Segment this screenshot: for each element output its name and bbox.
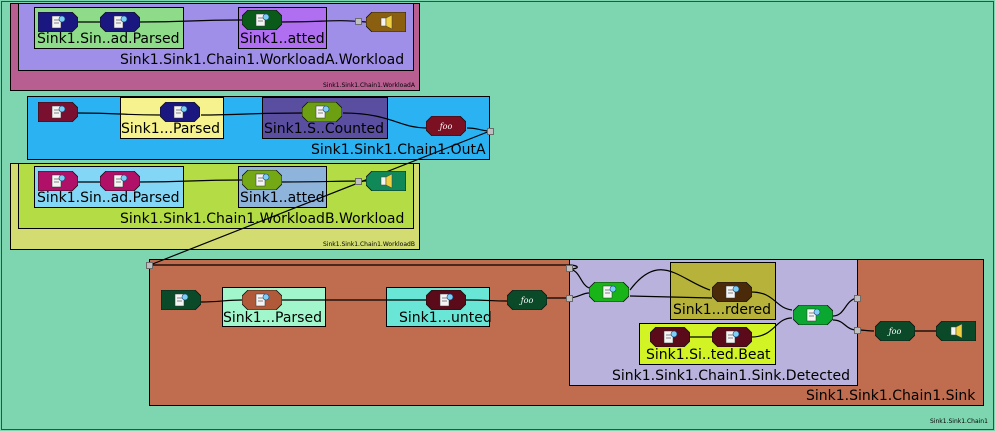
workloadB-parsed-label: Sink1.Sin..ad.Parsed <box>37 190 180 206</box>
svg-text:ƒoo: ƒoo <box>438 122 453 131</box>
sink-parse-node[interactable] <box>242 290 282 310</box>
workloadB-title: Sink1.Sink1.Chain1.WorkloadB.Workload <box>120 211 405 227</box>
ordered-label: Sink1...rdered <box>673 302 771 318</box>
sink-count-node[interactable] <box>426 290 466 310</box>
detected-entry-node[interactable] <box>589 282 629 302</box>
svg-text:ƒoo: ƒoo <box>887 327 902 336</box>
sink-parsed-label: Sink1...Parsed <box>223 310 322 326</box>
workloadA-tiny-label: Sink1.Sink1.Chain1.WorkloadA <box>323 82 415 89</box>
detected-merge-node[interactable] <box>793 305 833 325</box>
workloadA-sink-node[interactable] <box>366 12 406 32</box>
outA-parsed-label: Sink1...Parsed <box>121 121 220 137</box>
root-tiny-label: Sink1.Sink1.Chain1 <box>930 418 988 425</box>
detected-title: Sink1.Sink1.Chain1.Sink.Detected <box>612 368 850 384</box>
workloadB-sink-node[interactable] <box>366 171 406 191</box>
sink-source-node[interactable] <box>161 290 201 310</box>
workloadB-tiny-label: Sink1.Sink1.Chain1.WorkloadB <box>323 241 415 248</box>
outA-source-node[interactable] <box>38 102 78 122</box>
workloadB-formatted-label: Sink1..atted <box>240 190 325 206</box>
workloadB-sink-pad[interactable] <box>355 178 362 185</box>
workloadA-sink-pad[interactable] <box>355 18 362 25</box>
outA-exit-pad[interactable] <box>487 128 494 135</box>
outA-title: Sink1.Sink1.Chain1.OutA <box>311 142 486 158</box>
workloadB-parse-node[interactable] <box>100 171 140 191</box>
workloadA-parse-node[interactable] <box>100 12 140 32</box>
outA-output-node[interactable]: ƒoo <box>426 116 466 136</box>
beat-right-node[interactable] <box>712 327 752 347</box>
workloadA-formatted-label: Sink1..atted <box>240 31 325 47</box>
outA-counted-label: Sink1.S..Counted <box>264 121 384 137</box>
sink-counted-label: Sink1...unted <box>399 310 492 326</box>
sink-out-func-node[interactable]: ƒoo <box>875 321 915 341</box>
detected-exit-pad-bottom[interactable] <box>854 327 861 334</box>
workloadA-source-node[interactable] <box>38 12 78 32</box>
beat-label: Sink1.Si..ted.Beat <box>646 347 771 363</box>
workloadA-format-node[interactable] <box>242 10 282 30</box>
sink-title: Sink1.Sink1.Chain1.Sink <box>806 388 976 404</box>
ordered-node[interactable] <box>712 282 752 302</box>
sink-entry-pad[interactable] <box>146 262 153 269</box>
detected-entry-pad-top[interactable] <box>566 265 573 272</box>
sink-func-node[interactable]: ƒoo <box>507 290 547 310</box>
workloadB-source-node[interactable] <box>38 171 78 191</box>
detected-exit-pad-top[interactable] <box>854 295 861 302</box>
sink-terminal-node[interactable] <box>936 321 976 341</box>
svg-text:ƒoo: ƒoo <box>519 296 534 305</box>
workloadA-parsed-label: Sink1.Sin..ad.Parsed <box>37 31 180 47</box>
workloadA-title: Sink1.Sink1.Chain1.WorkloadA.Workload <box>120 52 405 68</box>
outA-count-node[interactable] <box>302 102 342 122</box>
detected-entry-pad-bottom[interactable] <box>566 295 573 302</box>
beat-left-node[interactable] <box>650 327 690 347</box>
outA-parse-node[interactable] <box>160 102 200 122</box>
workloadB-format-node[interactable] <box>242 170 282 190</box>
